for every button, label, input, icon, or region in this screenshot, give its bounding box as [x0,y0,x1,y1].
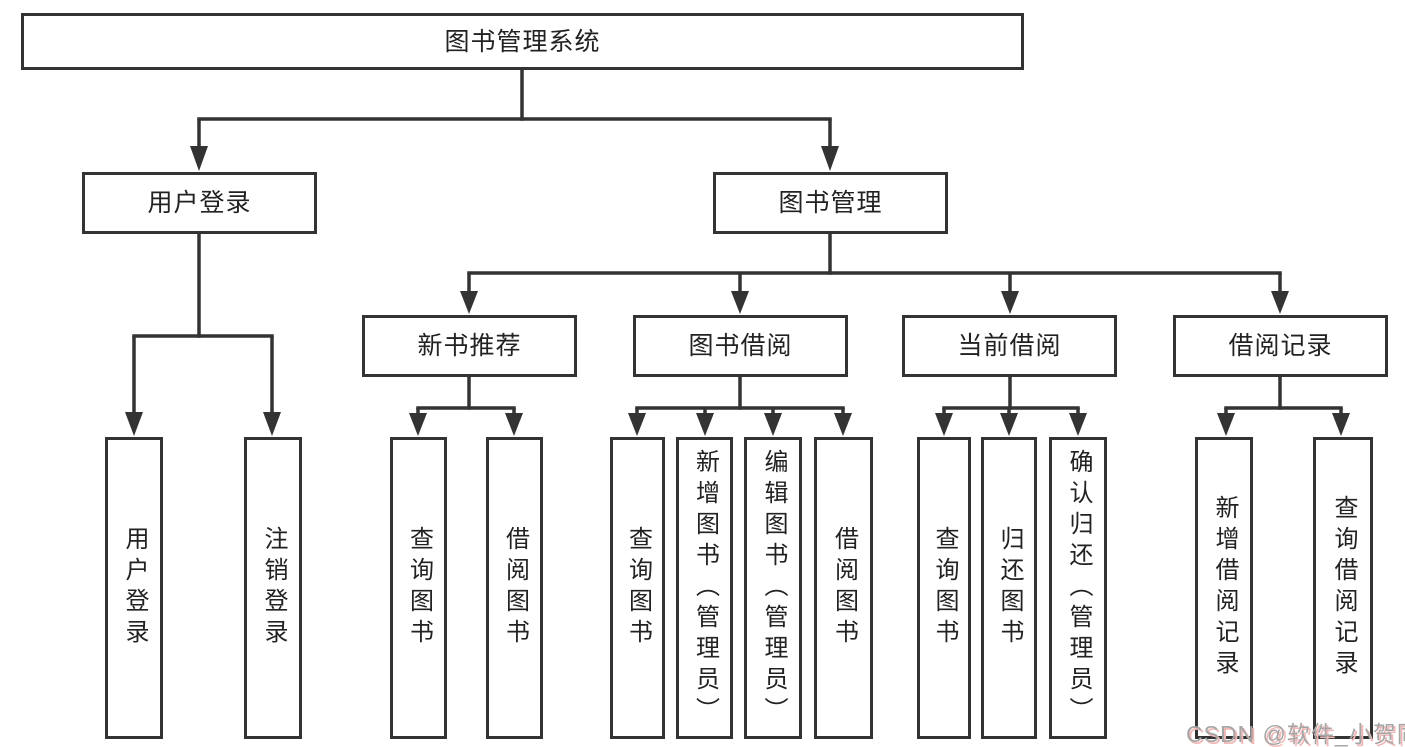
node-current-borrowing: 当前借阅 [902,315,1117,377]
leaf-current-query-books: 查询图书 [917,437,971,739]
leaf-user-login: 用户登录 [105,437,163,739]
leaf-record-query-record: 查询借阅记录 [1313,437,1373,739]
node-user-login: 用户登录 [82,172,317,234]
node-new-book-recommend: 新书推荐 [362,315,577,377]
node-book-management: 图书管理 [713,172,948,234]
leaf-recommend-query-books: 查询图书 [390,437,447,739]
leaf-current-return-books: 归还图书 [981,437,1037,739]
leaf-record-add-record: 新增借阅记录 [1195,437,1253,739]
node-book-borrowing: 图书借阅 [633,315,848,377]
watermark: CSDN @软件_小贺同学 [1186,721,1405,747]
leaf-borrow-query-books: 查询图书 [610,437,665,739]
leaf-borrow-borrow-books: 借阅图书 [814,437,873,739]
leaf-borrow-edit-books: 编辑图书（管理员） [744,437,802,739]
leaf-borrow-add-books: 新增图书（管理员） [676,437,733,739]
node-borrowing-records: 借阅记录 [1173,315,1388,377]
leaf-current-confirm-return: 确认归还（管理员） [1049,437,1107,739]
node-root: 图书管理系统 [21,13,1024,70]
leaf-recommend-borrow-books: 借阅图书 [486,437,543,739]
leaf-logout: 注销登录 [244,437,302,739]
